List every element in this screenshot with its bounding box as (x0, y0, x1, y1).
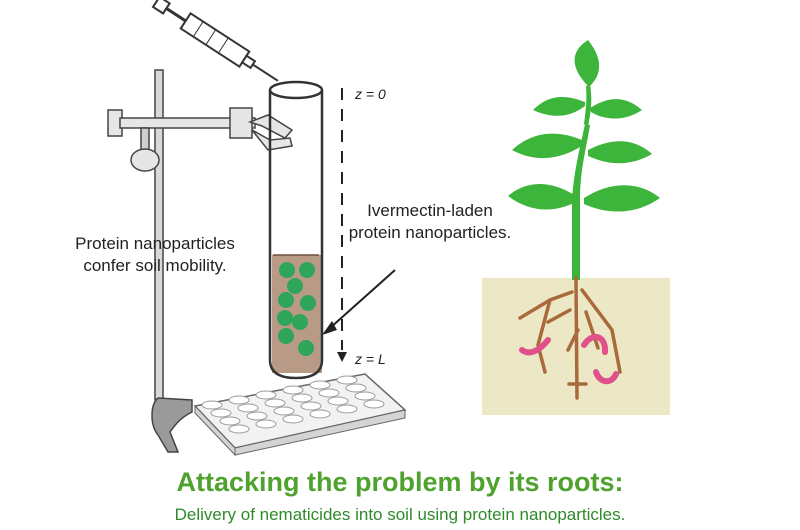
nanoparticle (298, 340, 314, 356)
z-top-label: z = 0 (355, 86, 386, 102)
well (282, 385, 304, 395)
nematodes (519, 334, 619, 385)
caption-subtitle: Delivery of nematicides into soil using … (174, 505, 626, 524)
well (255, 390, 277, 400)
well (363, 399, 385, 409)
clamp-icon (107, 107, 294, 172)
well-plate-icon (193, 373, 407, 457)
ivermectin-label: Ivermectin-laden protein nanoparticles. (348, 201, 512, 242)
well (354, 391, 376, 401)
well (318, 388, 340, 398)
well (219, 416, 241, 426)
nanoparticle (287, 278, 303, 294)
well (309, 380, 331, 390)
plant-icon (508, 40, 660, 280)
roots (518, 276, 622, 400)
well (201, 400, 223, 410)
well (210, 408, 232, 418)
nanoparticle (299, 262, 315, 278)
well (300, 401, 322, 411)
caption-title: Attacking the problem by its roots: (176, 467, 624, 497)
nematode-icon (593, 369, 619, 385)
well (237, 403, 259, 413)
well (273, 406, 295, 416)
nanoparticle (300, 295, 316, 311)
nanoparticle (279, 262, 295, 278)
well (291, 393, 313, 403)
well (228, 424, 250, 434)
nanoparticle (277, 310, 293, 326)
well (336, 404, 358, 414)
nanoparticles (277, 262, 316, 356)
well (309, 409, 331, 419)
nanoparticle (292, 314, 308, 330)
well (282, 414, 304, 424)
nanoparticle (278, 328, 294, 344)
retort-stand-icon (151, 69, 193, 453)
well (246, 411, 268, 421)
nematode-icon (581, 334, 608, 355)
well (345, 383, 367, 393)
protein-nanoparticles-label: Protein nanoparticles confer soil mobili… (75, 234, 235, 275)
pointer-arrow (322, 269, 396, 335)
well (228, 395, 250, 405)
nematode-icon (519, 337, 551, 356)
nanoparticle (278, 292, 294, 308)
depth-axis (337, 88, 347, 362)
well (336, 375, 358, 385)
well (255, 419, 277, 429)
syringe-icon (151, 0, 279, 82)
z-bottom-label: z = L (355, 351, 386, 367)
well (327, 396, 349, 406)
well (264, 398, 286, 408)
